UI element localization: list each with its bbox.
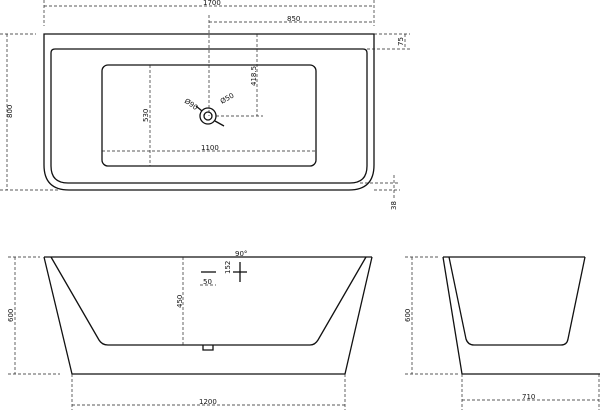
side-inner-outline [448, 256, 586, 346]
dim-angle: 90° [235, 250, 247, 258]
drain-notch [202, 345, 214, 351]
drain-outer [199, 107, 217, 125]
front-inner-outline [50, 256, 367, 346]
dim-drain-offset-x: 850 [287, 15, 300, 23]
dim-drain-dia: Ø50 [219, 92, 235, 106]
dim-rim-width: 75 [397, 37, 405, 46]
side-outer-outline [442, 256, 600, 375]
side-view: 600 710 [404, 256, 600, 410]
dim-drain-offset-y: 418.5 [250, 66, 258, 86]
dim-overflow-height: 152 [224, 261, 232, 274]
dim-base-length: 1200 [199, 398, 217, 406]
dim-base-width: 710 [522, 393, 535, 401]
dim-overall-length: 1700 [203, 0, 221, 7]
dim-corner-offset: 38 [390, 201, 398, 210]
drain-inner [203, 111, 213, 121]
front-view: 90° 152 50 600 450 1200 [7, 250, 373, 410]
drain-arrow [214, 120, 225, 127]
dim-side-height: 600 [404, 309, 412, 322]
dim-basin-length: 1100 [201, 144, 219, 152]
dim-basin-width: 530 [142, 109, 150, 122]
top-outer-outline [43, 33, 375, 191]
drain-arrow [195, 105, 203, 112]
dim-overall-width: 800 [6, 105, 14, 118]
dim-overflow-width: 50 [203, 278, 212, 286]
top-view: 1700 850 75 800 530 418.5 Ø90 Ø50 1100 3… [0, 0, 410, 210]
dim-front-height: 600 [7, 309, 15, 322]
dim-inner-depth: 450 [176, 295, 184, 308]
front-outer-outline [43, 256, 373, 375]
dim-overflow-dia: Ø90 [183, 97, 199, 112]
top-rim-inner [50, 48, 368, 184]
